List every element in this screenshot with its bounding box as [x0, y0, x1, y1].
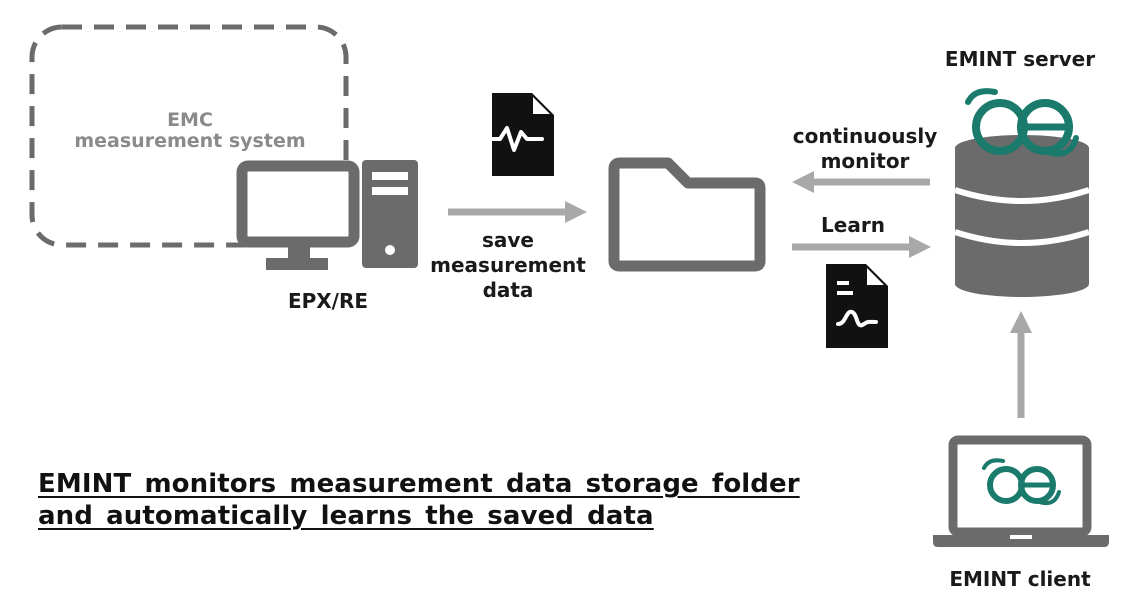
learn-arrow-label: Learn	[821, 213, 885, 237]
emint-logo-icon-client	[982, 458, 1061, 506]
monitor-arrow-label-line2: monitor	[820, 149, 910, 173]
pc-label: EPX/RE	[287, 289, 369, 313]
caption: EMINT monitors measurement data storage …	[38, 468, 800, 532]
emc-system-label-line2: measurement system	[74, 130, 306, 153]
caption-line1: EMINT monitors measurement data storage …	[38, 469, 800, 499]
monitor-icon	[236, 160, 360, 270]
emc-system-label: EMC measurement system	[60, 109, 320, 153]
folder-icon	[608, 157, 766, 272]
emint-logo-icon-server	[965, 88, 1079, 157]
client-to-server-arrow	[1010, 311, 1032, 418]
client-label: EMINT client	[949, 567, 1091, 591]
monitor-arrow-label: continuously monitor	[780, 124, 950, 174]
server-label: EMINT server	[944, 47, 1096, 71]
save-arrow-label-line2: measurement	[430, 253, 586, 277]
save-arrow-label: save measurement data	[420, 228, 596, 303]
document-waveform-icon-top	[482, 93, 554, 176]
document-waveform-icon-bottom	[826, 264, 888, 348]
database-icon	[954, 135, 1090, 297]
save-arrow-label-line3: data	[482, 278, 534, 302]
save-arrow-label-line1: save	[481, 228, 534, 252]
emc-system-label-line1: EMC	[167, 109, 213, 131]
monitor-arrow-label-line1: continuously	[792, 124, 938, 148]
tower-icon	[362, 160, 418, 268]
caption-line2: and automatically learns the saved data	[38, 501, 654, 531]
monitor-arrow	[792, 171, 930, 193]
save-arrow	[448, 201, 587, 223]
learn-arrow	[792, 236, 931, 258]
